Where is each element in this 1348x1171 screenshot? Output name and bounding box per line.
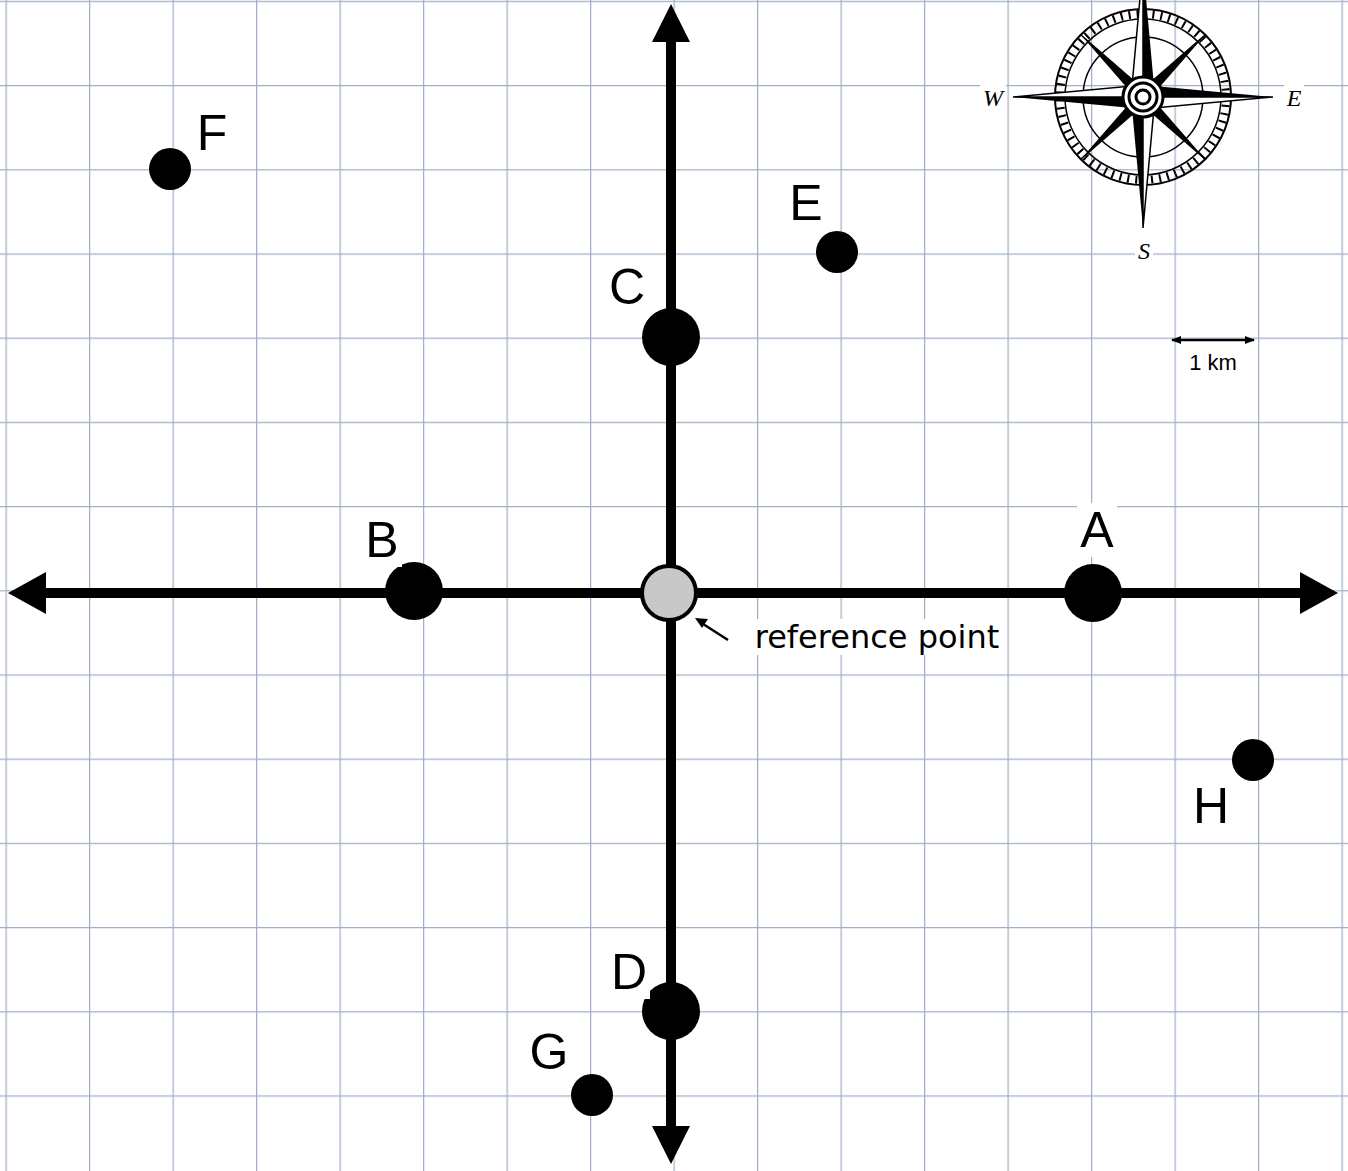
compass-label: E (1284, 84, 1305, 112)
point-label: H (1190, 779, 1232, 833)
leader-arrow (695, 618, 728, 640)
point-label: F (194, 106, 231, 160)
point-label: A (1077, 503, 1116, 557)
point-label: C (606, 260, 648, 314)
compass-label: W (980, 84, 1006, 112)
compass-rose (1013, 0, 1273, 228)
point-label: D (608, 945, 650, 999)
point-label: G (527, 1025, 572, 1079)
reference-point (642, 566, 696, 620)
reference-label: reference point (752, 619, 1003, 655)
compass-label: S (1135, 237, 1153, 265)
scale-bar (1172, 339, 1254, 342)
axes (8, 4, 1338, 1164)
scale-label: 1 km (1186, 350, 1240, 376)
map-points (149, 148, 1274, 1116)
point-label: B (362, 513, 401, 567)
point-label: E (786, 176, 825, 230)
